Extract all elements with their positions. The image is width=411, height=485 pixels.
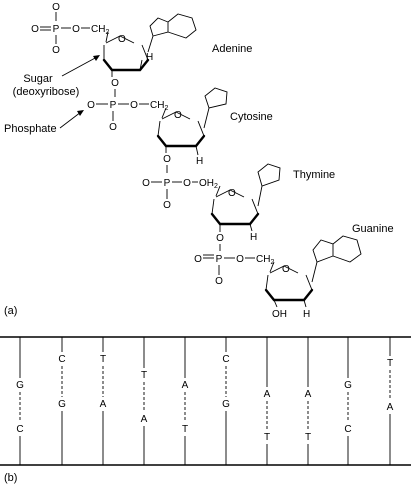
base-letter-top: C [222, 354, 229, 365]
base-label-guanine: Guanine [352, 223, 394, 235]
hydrogen-atom: H [303, 309, 310, 320]
base-label-thymine: Thymine [293, 169, 335, 181]
base-ring-cytosine [204, 87, 228, 109]
phosphate-group-1: O O P O O CH2 [31, 2, 109, 56]
base-letter-top: T [141, 370, 147, 381]
base-label-adenine: Adenine [212, 43, 252, 55]
arrowhead-icon [93, 55, 100, 61]
base-letter-bottom: T [305, 432, 311, 443]
base-ring-thymine [257, 163, 281, 187]
hydroxyl-group: OH [272, 309, 287, 320]
base-letter-bottom: A [141, 414, 148, 425]
base-letter-top: T [387, 358, 393, 369]
base-letter-bottom: T [182, 424, 188, 435]
ch2-group: CH2 [256, 254, 274, 266]
base-pair: GC [16, 337, 24, 465]
phosphate-callout: Phosphate [4, 110, 84, 135]
panel-a: O O P O O CH2 O [4, 2, 394, 320]
sugar-callout: Sugar (deoxyribose) [13, 55, 100, 98]
base-pair: AT [305, 337, 312, 465]
oxygen-atom: O [52, 2, 60, 13]
base-letter-bottom: A [100, 399, 107, 410]
base-pair: GC [344, 337, 352, 465]
base-ring-guanine [312, 235, 362, 263]
base-letter-bottom: C [344, 424, 351, 435]
base-letter-bottom: T [264, 432, 270, 443]
phosphate-label: Phosphate [4, 123, 57, 135]
base-letter-top: G [16, 380, 24, 391]
oxygen-atom: O [163, 200, 171, 211]
base-letter-bottom: C [16, 424, 23, 435]
phosphorus-atom: P [216, 254, 223, 265]
base-label-cytosine: Cytosine [230, 111, 273, 123]
sugar-ring-3: O O H [210, 185, 263, 244]
hydrogen-atom: H [146, 52, 153, 63]
phosphate-group-4: O P O O CH2 [194, 254, 274, 287]
oxygen-atom: O [52, 45, 60, 56]
base-letter-top: A [264, 389, 271, 400]
ring-oxygen: O [282, 264, 290, 275]
base-pair: CG [222, 337, 230, 465]
oxygen-atom: O [111, 78, 119, 89]
nucleotide-guanine: O P O O CH2 O OH H [194, 223, 393, 320]
sugar-ring-1: O O H [102, 34, 154, 89]
nucleotide-thymine: O P O O OH2 O O H [142, 163, 335, 244]
base-pair: TA [387, 337, 394, 465]
phosphate-group-3: O P O O OH2 [142, 178, 221, 211]
base-letter-bottom: G [58, 399, 66, 410]
ring-oxygen: O [228, 188, 236, 199]
ch2-group: CH2 [150, 100, 168, 112]
arrowhead-icon [77, 110, 84, 116]
base-pair: CG [58, 337, 66, 465]
base-letter-top: G [344, 380, 352, 391]
oxygen-atom: O [72, 24, 80, 35]
oxygen-atom: O [216, 233, 224, 244]
hydrogen-atom: H [196, 156, 203, 167]
base-pair: TA [100, 337, 107, 465]
oxygen-atom: O [194, 254, 202, 265]
oxygen-atom: O [109, 122, 117, 133]
sugar-ring-2: O O H [156, 107, 210, 167]
sugar-label: Sugar [23, 73, 53, 85]
nucleotide-adenine: O O P O O CH2 O [31, 2, 252, 89]
base-letter-bottom: G [222, 399, 230, 410]
phosphorus-atom: P [164, 178, 171, 189]
nucleotide-cytosine: O P O O CH2 O O H [87, 87, 273, 167]
base-letter-top: A [182, 380, 189, 391]
panel-b-label: (b) [4, 472, 17, 484]
hydrogen-atom: H [250, 232, 257, 243]
base-letter-bottom: A [387, 402, 394, 413]
base-pair: AT [182, 337, 189, 465]
ch2-group: OH2 [199, 178, 218, 190]
deoxyribose-label: (deoxyribose) [13, 86, 80, 98]
base-pair: AT [264, 337, 271, 465]
oxygen-atom: O [236, 254, 244, 265]
ring-oxygen: O [174, 110, 182, 121]
base-letter-top: T [100, 354, 106, 365]
panel-a-label: (a) [4, 305, 17, 317]
oxygen-atom: O [183, 178, 191, 189]
oxygen-atom: O [130, 100, 138, 111]
phosphate-group-2: O P O O CH2 [87, 100, 168, 133]
ch2-group: CH2 [91, 24, 109, 36]
sugar-ring-4: O OH H [264, 261, 318, 320]
oxygen-atom: O [31, 24, 39, 35]
base-ring-adenine [149, 13, 197, 39]
oxygen-atom: O [215, 276, 223, 287]
phosphorus-atom: P [53, 24, 60, 35]
ring-oxygen: O [118, 34, 126, 45]
phosphorus-atom: P [110, 100, 117, 111]
oxygen-atom: O [163, 154, 171, 165]
base-letter-top: C [58, 354, 65, 365]
oxygen-atom: O [87, 100, 95, 111]
base-pair: TA [141, 337, 148, 465]
oxygen-atom: O [142, 178, 150, 189]
base-letter-top: A [305, 389, 312, 400]
